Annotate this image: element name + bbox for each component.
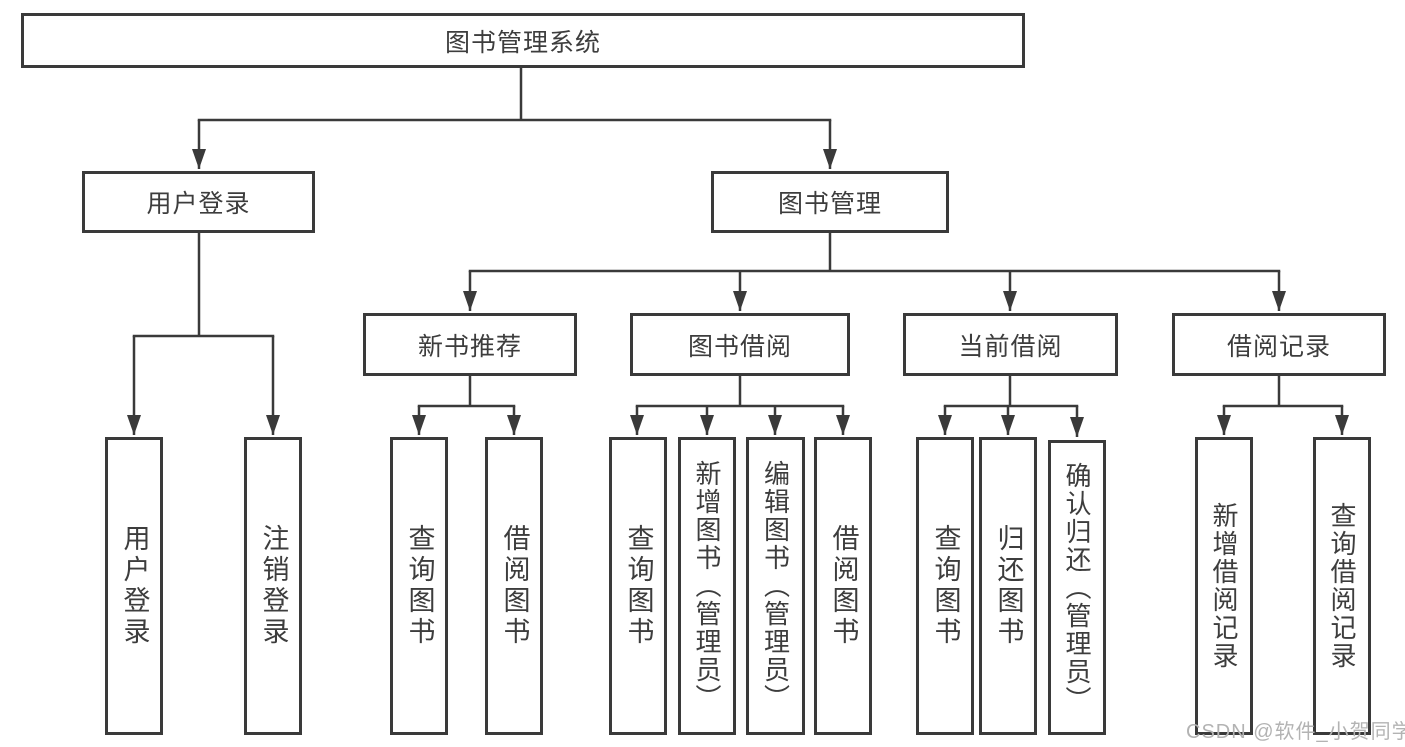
leaf-user-login: 用户登录 <box>105 437 163 735</box>
connector-book-mgmt-to-sections <box>462 233 1286 311</box>
connector-book-borrow-to-leaves <box>629 376 850 435</box>
leaf-add-books-admin: 新增图书（管理员） <box>678 437 736 735</box>
node-label: 借阅图书 <box>828 524 859 648</box>
leaf-confirm-return-admin: 确认归还（管理员） <box>1048 440 1106 735</box>
node-new-book-recommend: 新书推荐 <box>363 313 577 376</box>
node-book-borrow: 图书借阅 <box>630 313 850 376</box>
leaf-query-books-2: 查询图书 <box>609 437 667 735</box>
connector-user-login-to-leaves <box>126 233 280 435</box>
connector-current-borrow-to-leaves <box>937 376 1084 437</box>
node-label: 查询图书 <box>930 524 961 648</box>
node-book-management: 图书管理 <box>711 171 949 233</box>
node-label: 借阅图书 <box>499 524 530 648</box>
leaf-add-borrow-record: 新增借阅记录 <box>1195 437 1253 735</box>
connector-root-to-branches <box>191 68 837 169</box>
node-label: 新书推荐 <box>417 332 522 361</box>
connector-new-book-to-leaves <box>411 376 521 435</box>
leaf-edit-books-admin: 编辑图书（管理员） <box>746 437 805 735</box>
node-label: 确认归还（管理员） <box>1062 461 1092 714</box>
node-label: 图书管理 <box>777 190 882 218</box>
node-label: 当前借阅 <box>958 332 1063 361</box>
node-label: 用户登录 <box>146 190 251 218</box>
node-label: 图书管理系统 <box>444 28 601 57</box>
node-label: 查询借阅记录 <box>1327 502 1357 670</box>
node-root-system: 图书管理系统 <box>21 13 1025 68</box>
leaf-query-books-1: 查询图书 <box>390 437 448 735</box>
node-label: 查询图书 <box>404 524 435 648</box>
node-label: 归还图书 <box>993 524 1024 648</box>
node-borrow-records: 借阅记录 <box>1172 313 1386 376</box>
node-label: 图书借阅 <box>687 332 792 361</box>
node-label: 编辑图书（管理员） <box>760 460 791 712</box>
node-label: 注销登录 <box>258 524 289 648</box>
leaf-borrow-books-2: 借阅图书 <box>814 437 872 735</box>
node-user-login: 用户登录 <box>82 171 315 233</box>
leaf-return-books: 归还图书 <box>979 437 1037 735</box>
node-current-borrow: 当前借阅 <box>903 313 1118 376</box>
node-label: 新增图书（管理员） <box>692 460 722 712</box>
leaf-borrow-books-1: 借阅图书 <box>485 437 543 735</box>
connector-borrow-records-to-leaves <box>1216 376 1349 435</box>
node-label: 借阅记录 <box>1226 332 1331 361</box>
node-label: 查询图书 <box>623 524 654 648</box>
csdn-watermark: CSDN @软件_小贺同学 <box>1186 721 1405 743</box>
leaf-query-books-3: 查询图书 <box>916 437 974 735</box>
node-label: 用户登录 <box>119 524 150 648</box>
leaf-logout: 注销登录 <box>244 437 302 735</box>
leaf-query-borrow-record: 查询借阅记录 <box>1313 437 1371 735</box>
node-label: 新增借阅记录 <box>1209 502 1239 670</box>
